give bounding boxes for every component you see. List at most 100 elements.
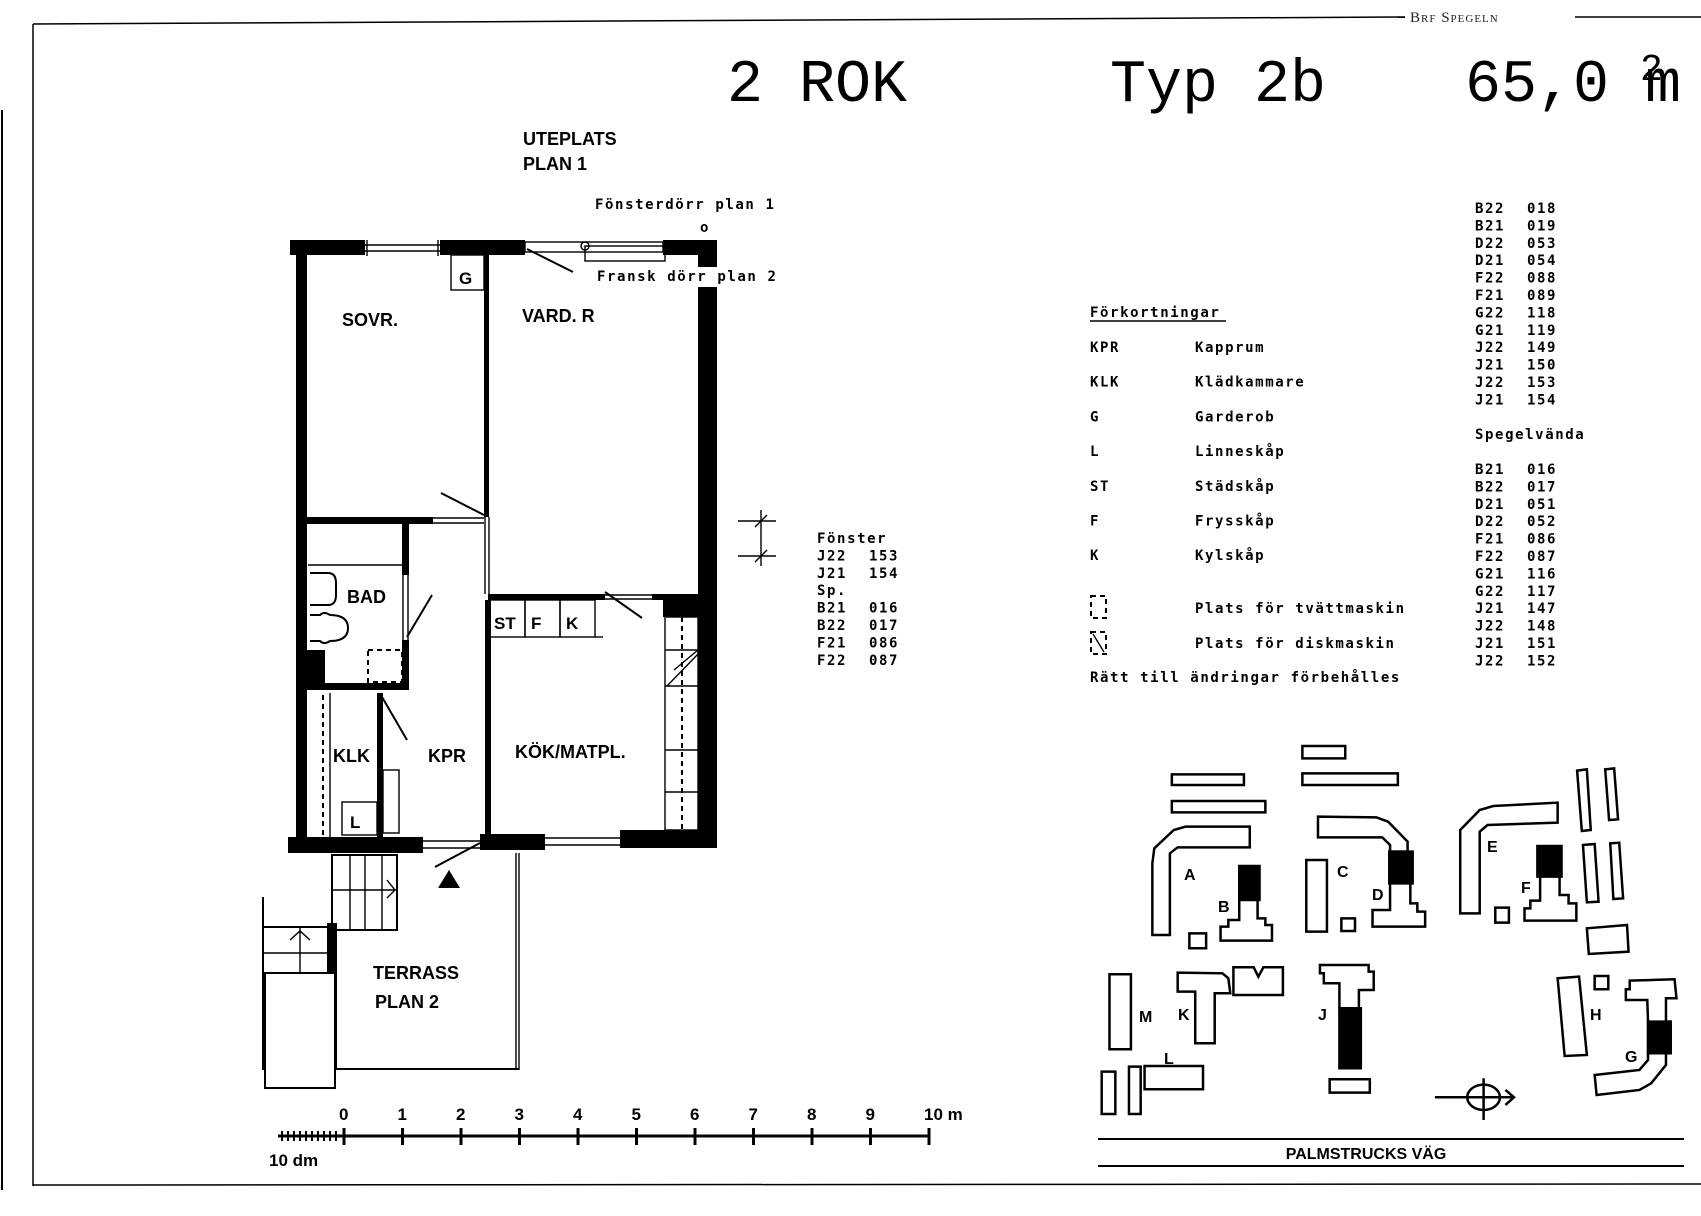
- legend-description: Kapprum: [1195, 340, 1265, 356]
- site-label-k: K: [1178, 1007, 1190, 1024]
- building-g-highlight: [1648, 1022, 1671, 1054]
- terrass-plan-label: PLAN 2: [375, 992, 439, 1012]
- legend-description: Linneskåp: [1195, 443, 1285, 460]
- mirrored-unit-code: B22: [1475, 479, 1505, 495]
- building-h: [1558, 977, 1587, 1056]
- toilet-icon: [310, 612, 350, 644]
- site-label-a: A: [1184, 867, 1196, 884]
- scale-tick-label: 2: [456, 1105, 465, 1124]
- unit-code: J21: [1475, 358, 1505, 374]
- window-unit-number: 087: [869, 653, 899, 669]
- window-unit-number: 153: [869, 548, 899, 564]
- unit-number: 018: [1527, 201, 1557, 217]
- fixture-stadskap: ST: [494, 614, 516, 633]
- unit-number: 149: [1527, 340, 1557, 356]
- site-label-g: G: [1625, 1049, 1637, 1066]
- floor-plan: G BAD L KLK KPR: [262, 240, 717, 1089]
- building-l: [1145, 1066, 1203, 1089]
- terrace: TERRASS PLAN 2: [262, 853, 520, 1089]
- window-unit-number: 086: [869, 635, 899, 651]
- scale-dm-label: 10 dm: [269, 1151, 318, 1170]
- legend-abbreviation: KLK: [1090, 375, 1120, 391]
- unit-code: J22: [1475, 340, 1505, 356]
- unit-code: F21: [1475, 288, 1505, 304]
- window-unit-code: J22: [817, 548, 847, 564]
- legend-description: Garderob: [1195, 409, 1275, 425]
- mirrored-unit-code: G22: [1475, 584, 1505, 600]
- mirrored-unit-number: 052: [1527, 514, 1557, 530]
- road-name: PALMSTRUCKS VÄG: [1286, 1145, 1447, 1163]
- unit-code: D21: [1475, 253, 1505, 269]
- interior-stair: [664, 616, 701, 831]
- window-unit-number: 017: [869, 618, 899, 634]
- washer-legend-icon: [1090, 595, 1107, 619]
- legend-description: Klädkammare: [1195, 375, 1305, 391]
- site-label-l: L: [1164, 1051, 1174, 1068]
- abbreviation-legend: Förkortningar Plats för tvättmaskin Plat…: [1090, 305, 1406, 686]
- building-f-highlight: [1537, 846, 1561, 877]
- legend-abbreviation: ST: [1090, 479, 1110, 495]
- fixture-kylskap: K: [566, 614, 579, 633]
- french-door: [524, 241, 666, 273]
- window-unit-code: J21: [817, 566, 847, 582]
- mirrored-unit-code: J22: [1475, 619, 1505, 635]
- scale-tick-label: 9: [866, 1105, 875, 1124]
- dimension-marker: [738, 510, 776, 566]
- mirrored-unit-code: J21: [1475, 636, 1505, 652]
- legend-description: Kylskåp: [1195, 547, 1265, 564]
- mirrored-unit-code: F21: [1475, 532, 1505, 548]
- site-label-d: D: [1372, 887, 1384, 904]
- legend-abbreviation: K: [1090, 548, 1100, 564]
- unit-code: G22: [1475, 305, 1505, 321]
- legend-description: Frysskåp: [1195, 513, 1275, 530]
- mirrored-unit-number: 051: [1527, 497, 1557, 513]
- unit-number: 150: [1527, 358, 1557, 374]
- mirrored-title: Spegelvända: [1475, 427, 1585, 443]
- mirrored-unit-number: 086: [1527, 532, 1557, 548]
- room-klk: KLK: [333, 746, 370, 766]
- site-label-h: H: [1590, 1007, 1602, 1024]
- legend-dishwasher: Plats för diskmaskin: [1195, 636, 1396, 652]
- unit-number: 054: [1527, 253, 1557, 269]
- apartment-rooms-title: 2 ROK: [727, 52, 907, 120]
- window-notes-title: Fönster: [817, 531, 887, 547]
- unit-code: G21: [1475, 323, 1505, 339]
- apartment-area: 65,0 m: [1465, 52, 1681, 120]
- unit-code: F22: [1475, 271, 1505, 287]
- room-sovr: SOVR.: [342, 310, 398, 330]
- mirrored-unit-code: G21: [1475, 566, 1505, 582]
- marker-o: o: [700, 220, 710, 236]
- mirrored-unit-number: 116: [1527, 566, 1557, 582]
- mirrored-unit-code: F22: [1475, 549, 1505, 565]
- unit-number: 053: [1527, 236, 1557, 252]
- scale-tick-label: 8: [807, 1105, 816, 1124]
- scale-tick-label: 6: [690, 1105, 699, 1124]
- unit-number: 019: [1527, 218, 1557, 234]
- legend-washer: Plats för tvättmaskin: [1195, 601, 1406, 617]
- unit-code: J21: [1475, 392, 1505, 408]
- legend-title: Förkortningar: [1090, 305, 1220, 321]
- unit-number: 153: [1527, 375, 1557, 391]
- building-j-highlight: [1339, 1008, 1360, 1068]
- area-unit-exponent: 2: [1640, 49, 1663, 92]
- uteplats-label: UTEPLATS: [523, 129, 617, 149]
- unit-number: 154: [1527, 392, 1557, 408]
- mirrored-unit-number: 152: [1527, 653, 1557, 669]
- washer-placeholder: [367, 649, 403, 683]
- site-label-f: F: [1521, 880, 1531, 897]
- window-unit-code: B22: [817, 618, 847, 634]
- mirrored-unit-code: J22: [1475, 653, 1505, 669]
- legend-description: Städskåp: [1195, 478, 1275, 495]
- site-label-e: E: [1487, 839, 1498, 856]
- mirrored-unit-code: J21: [1475, 601, 1505, 617]
- north-compass-icon: [1435, 1078, 1514, 1120]
- scale-tick-label: 3: [515, 1105, 524, 1124]
- window-top-sovr: [365, 240, 440, 256]
- fonsterdorr-label: Fönsterdörr plan 1: [595, 197, 776, 213]
- mirrored-unit-number: 151: [1527, 636, 1557, 652]
- scale-tick-label: 5: [632, 1105, 641, 1124]
- window-unit-number: 154: [869, 566, 899, 582]
